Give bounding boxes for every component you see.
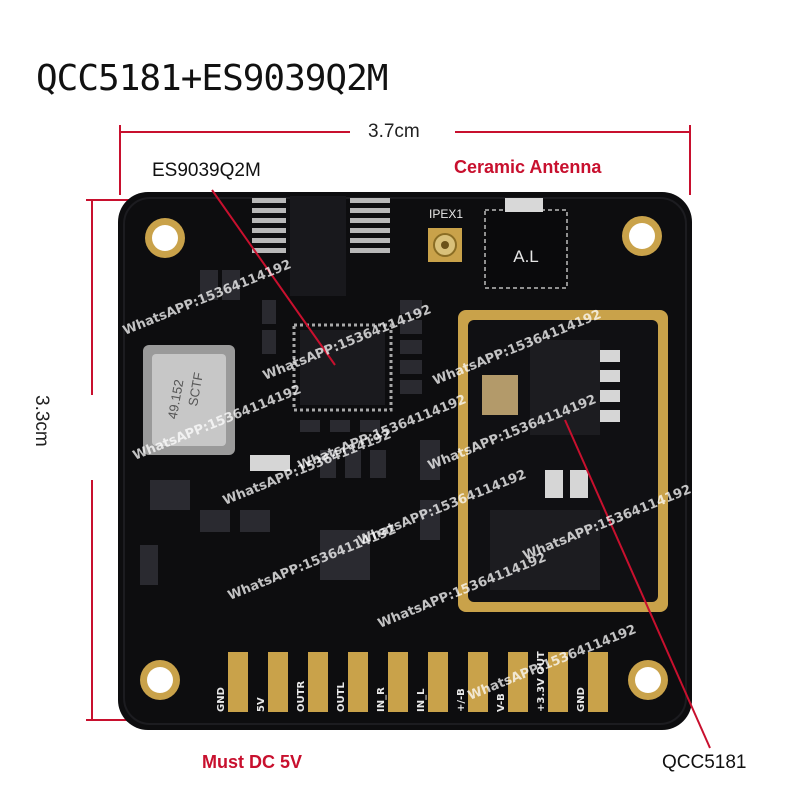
product-title: QCC5181+ES9039Q2M [36,58,388,99]
bt-callout-line [564,419,711,749]
pin-label: 5V [256,697,267,712]
height-dimension-line [86,199,130,721]
pin-labels: GND 5V OUTR OUTL IN_R IN_L +/-B V-B +3.3… [216,651,587,712]
pin-label: GND [576,687,587,712]
ceramic-antenna: A.L [484,198,568,289]
pin-label: IN_L [416,688,427,712]
dac-chip-callout: ES9039Q2M [152,160,261,181]
height-dimension-label: 3.3cm [31,395,52,447]
pin-label: V-B [496,693,507,712]
ipex-connector: IPEX1 [428,207,463,262]
pin-label: +/-B [456,688,467,712]
pin-label: OUTR [296,681,307,712]
top-ic [290,196,346,296]
crystal-marking-2: 49.152 [165,378,187,420]
width-dimension-label: 3.7cm [368,121,420,142]
pin-label: IN_R [376,687,387,712]
power-note: Must DC 5V [202,752,303,772]
smd-components [140,270,440,585]
pin-label: +3.3V OUT [536,651,547,712]
bt-module [458,310,668,612]
dac-chip [292,323,393,412]
bt-module-callout: QCC5181 [662,752,747,773]
antenna-callout: Ceramic Antenna [454,157,602,177]
mounting-holes [140,216,668,700]
pin-label: GND [216,687,227,712]
crystal-oscillator: SCTF 49.152 [143,345,235,455]
ipex-label: IPEX1 [429,207,463,221]
pin-label: OUTL [336,682,347,712]
width-dimension-line [119,125,691,195]
crystal-marking-1: SCTF [185,371,206,407]
antenna-marking: A.L [513,247,539,266]
header-pins [252,198,390,253]
edge-pads [228,652,608,712]
dac-callout-line [211,189,336,366]
